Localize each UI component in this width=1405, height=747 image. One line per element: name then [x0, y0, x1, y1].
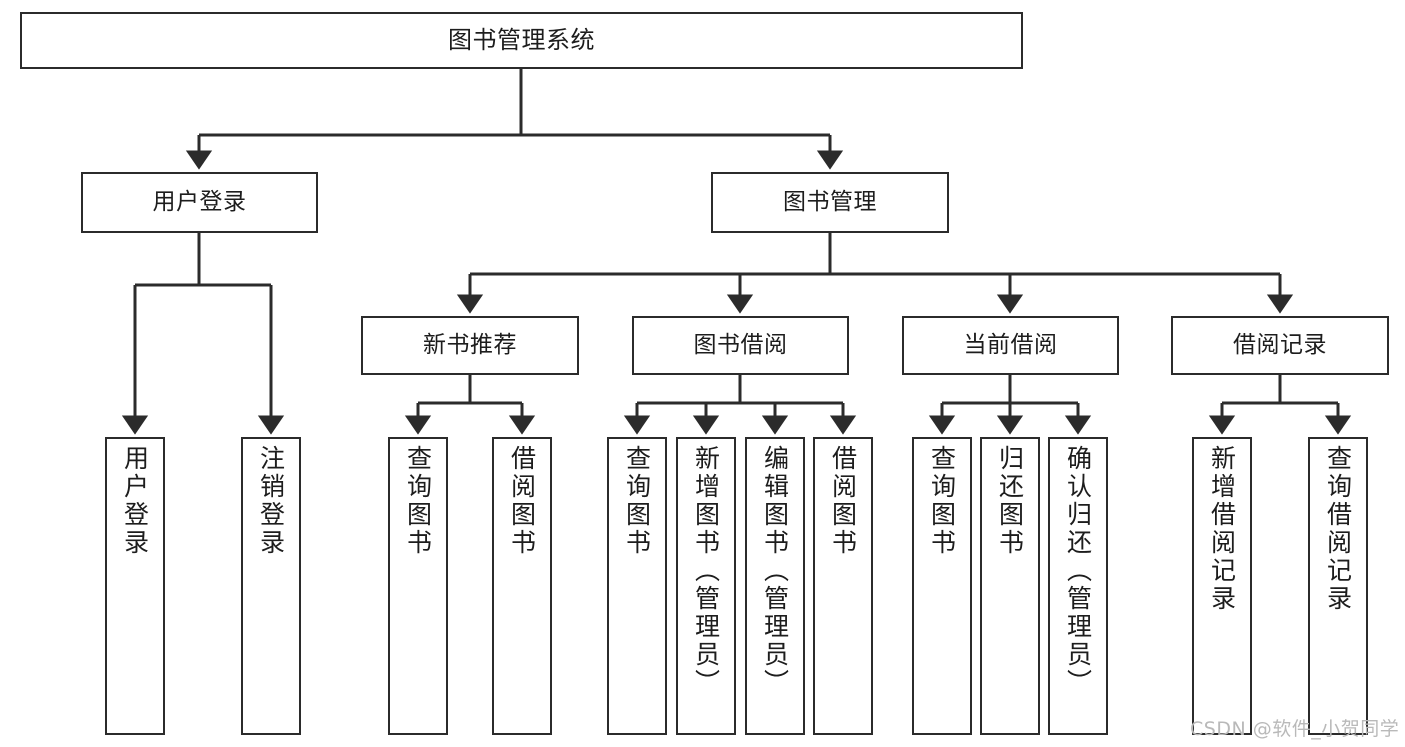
- leaf-logout-login[interactable]: 注销登录: [241, 437, 301, 735]
- leaf-edit-book[interactable]: 编辑图书（管理员）: [745, 437, 805, 735]
- node-label: 编辑图书（管理员）: [760, 445, 790, 697]
- leaf-confirm-return[interactable]: 确认归还（管理员）: [1048, 437, 1108, 735]
- node-book-borrow[interactable]: 图书借阅: [632, 316, 849, 375]
- node-label: 图书管理: [783, 188, 877, 215]
- leaf-return-book[interactable]: 归还图书: [980, 437, 1040, 735]
- node-label: 图书借阅: [693, 331, 788, 358]
- leaf-user-login[interactable]: 用户登录: [105, 437, 165, 735]
- node-label: 查询图书: [927, 445, 957, 557]
- node-label: 查询借阅记录: [1323, 445, 1353, 613]
- leaf-query-book-current[interactable]: 查询图书: [912, 437, 972, 735]
- node-label: 确认归还（管理员）: [1063, 445, 1093, 697]
- node-user-login[interactable]: 用户登录: [81, 172, 318, 233]
- leaf-add-borrow-record[interactable]: 新增借阅记录: [1192, 437, 1252, 735]
- node-label: 当前借阅: [963, 331, 1058, 358]
- node-label: 查询图书: [403, 445, 433, 557]
- node-label: 新书推荐: [423, 331, 517, 358]
- leaf-borrow-book[interactable]: 借阅图书: [813, 437, 873, 735]
- node-label: 借阅图书: [507, 445, 537, 557]
- node-label: 注销登录: [256, 445, 286, 557]
- node-label: 新增借阅记录: [1207, 445, 1237, 613]
- node-borrow-record[interactable]: 借阅记录: [1171, 316, 1389, 375]
- node-root-book-management-system[interactable]: 图书管理系统: [20, 12, 1023, 69]
- node-label: 新增图书（管理员）: [691, 445, 721, 697]
- node-label: 查询图书: [622, 445, 652, 557]
- csdn-watermark: CSDN @软件_小贺同学: [1190, 718, 1400, 740]
- node-label: 用户登录: [120, 445, 150, 557]
- node-current-borrow[interactable]: 当前借阅: [902, 316, 1119, 375]
- leaf-query-book-recommend[interactable]: 查询图书: [388, 437, 448, 735]
- node-book-management[interactable]: 图书管理: [711, 172, 949, 233]
- node-label: 图书管理系统: [448, 26, 595, 55]
- leaf-query-book-borrow[interactable]: 查询图书: [607, 437, 667, 735]
- leaf-borrow-book-recommend[interactable]: 借阅图书: [492, 437, 552, 735]
- node-new-book-recommend[interactable]: 新书推荐: [361, 316, 579, 375]
- leaf-query-borrow-record[interactable]: 查询借阅记录: [1308, 437, 1368, 735]
- node-label: 借阅记录: [1233, 331, 1327, 358]
- leaf-add-book[interactable]: 新增图书（管理员）: [676, 437, 736, 735]
- node-label: 用户登录: [152, 188, 247, 215]
- node-label: 借阅图书: [828, 445, 858, 557]
- node-label: 归还图书: [995, 445, 1025, 557]
